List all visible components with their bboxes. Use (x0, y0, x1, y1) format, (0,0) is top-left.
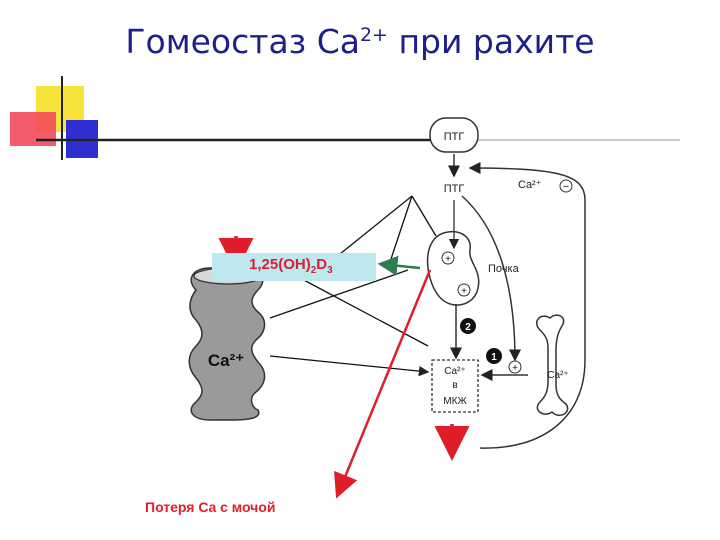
feedback-ca-label: Ca²⁺ (518, 179, 542, 191)
kidney-plus-1: + (445, 254, 451, 265)
kidney-label: Почка (488, 263, 520, 275)
slide-title: Гомеостаз Ca2+ при рахите (0, 22, 720, 61)
vitamin-sub2: 3 (327, 265, 333, 276)
decorative-squares (10, 76, 680, 160)
ptg-mid-label: ПТГ (444, 183, 465, 195)
vitamin-d-box (212, 253, 376, 281)
marker-1-circle (486, 348, 502, 364)
mkzh-box: Ca²⁺ в МКЖ (431, 359, 479, 413)
ptg-top-label: ПТГ (444, 131, 465, 143)
line-intestine-to-mkzh (269, 355, 430, 377)
marker-1: 1 (491, 352, 497, 363)
mkzh-line3: МКЖ (443, 396, 467, 407)
intestine-ca-label: Ca²⁺ (208, 351, 244, 370)
mkzh-line1: Ca²⁺ (444, 366, 465, 377)
urine-loss-label: Потеря Ca с мочой (145, 499, 276, 515)
feedback-minus-circle (559, 179, 573, 193)
kidney-to-vitamin-arrow (377, 255, 421, 276)
vitamin-sub1: 2 (310, 265, 317, 276)
intestine: Ca²⁺ (188, 267, 266, 421)
urine-loss-arrow (334, 269, 432, 499)
ptg-gland: ПТГ (429, 117, 479, 153)
bone-ca-label: Ca²⁺ (547, 370, 568, 381)
title-main: Гомеостаз Ca (125, 22, 360, 61)
mkzh-line2: в (452, 380, 457, 391)
bone-plus-circle (508, 360, 522, 374)
marker-2-circle (460, 318, 476, 334)
vitamin-d-label: 1,25(OH)2D3 (249, 256, 333, 276)
vitamin-main: 1,25(OH) (249, 256, 311, 273)
title-rest: при рахите (387, 22, 595, 61)
marker-2: 2 (465, 322, 471, 333)
bone: Ca²⁺ (536, 314, 569, 416)
kidney: + + (426, 200, 480, 306)
line-vit-to-ptg (339, 195, 413, 255)
line-ptg-to-kidney (411, 195, 437, 237)
feedback-minus: − (563, 181, 569, 193)
bone-plus: + (512, 363, 518, 374)
feedback-loop (468, 162, 586, 449)
vitamin-mid: D (316, 256, 328, 273)
kidney-plus-2: + (461, 286, 467, 297)
line-intestine-to-vit (269, 269, 409, 319)
ptg-to-bone-arrow (461, 195, 521, 362)
line-vit-to-mkzh (299, 277, 429, 347)
line-ptg-to-vit (389, 195, 413, 263)
title-superscript: 2+ (359, 24, 388, 46)
